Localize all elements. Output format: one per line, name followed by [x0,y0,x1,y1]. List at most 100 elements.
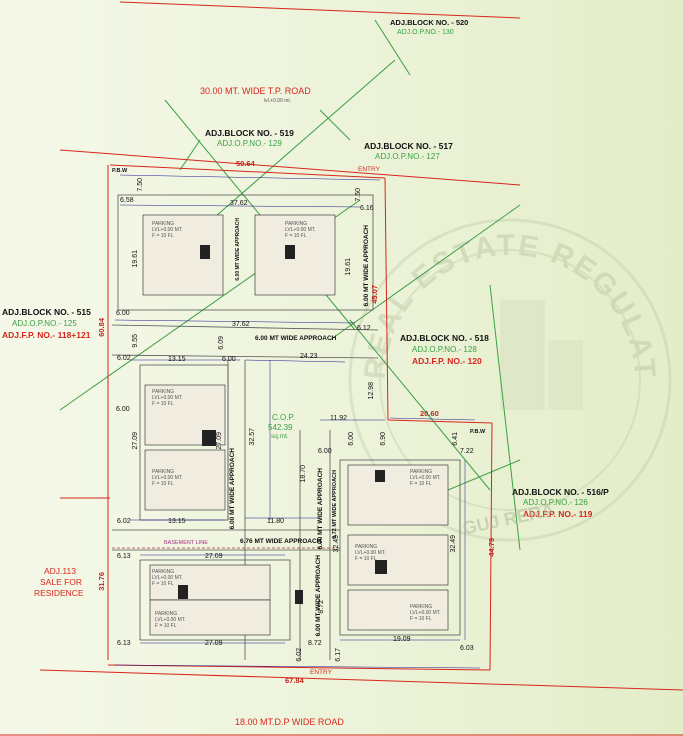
dim-6-00-a: 6.00 [116,310,130,317]
top-road-label: 30.00 MT. WIDE T.P. ROAD [200,86,311,96]
dim-6-41: 6.41 [452,432,459,446]
building-blocks [142,214,449,636]
dim-20-60: 20.60 [420,409,439,418]
approach-label-center: 6.00 MT WIDE APPROACH [317,468,324,550]
dim-6-02-c: 6.02 [296,648,303,662]
parking-level: LVL+0.00 MT. [152,475,183,481]
internal-roads [111,194,461,660]
parking-level: LVL+0.00 MT. [355,550,386,556]
dim-6-58: 6.58 [120,197,134,204]
dim-37-62-top: 37.62 [230,200,248,207]
dim-50-64: 50.64 [236,159,255,168]
dim-27-09-d: 27.09 [205,640,223,647]
dim-19-61-a: 19.61 [132,250,139,268]
parking-label: PARKING [152,221,175,227]
dim-6-00-e: 6.00 [116,406,130,413]
approach-label-left: 6.00 MT WIDE APPROACH [229,448,236,530]
dim-19-09: 19.09 [393,636,411,643]
parking-label: PARKING [152,469,175,475]
dim-12-98: 12.98 [368,382,375,400]
parking-floor: F = 10 FL [285,233,307,239]
dim-9-55: 9.55 [132,334,139,348]
dim-7-50-b: 7.50 [355,188,362,202]
parking-label: PARKING [410,469,433,475]
parking-label: PARKING [155,611,178,617]
adj-113-residence: RESIDENCE [34,588,84,598]
parking-label: PARKING [410,604,433,610]
parking-level: LVL+0.00 MT. [410,475,441,481]
pbw-right: P.B.W [470,429,486,435]
parking-floor: F = 10 FL [152,401,174,407]
approach-label-top: 6.00 MT WIDE APPROACH [255,335,337,342]
dim-6-03: 6.03 [460,645,474,652]
dim-6-09: 6.09 [218,336,225,350]
adj-op-128: ADJ.O.P.NO.- 128 [412,345,477,354]
adj-op-130: ADJ.O.P.NO.- 130 [397,29,454,36]
approach-label-6-76: 6.76 MT WIDE APPROACH [240,538,322,545]
top-road-level: lvl.+0.00 mt. [264,98,292,104]
dim-6-00-b: 6.00 [222,356,236,363]
dim-24-23: 24.23 [300,353,318,360]
dim-32-49-b: 32.49 [450,535,457,553]
parking-floor: F = 10 FL [155,623,177,629]
adj-op-125: ADJ.O.P.NO.- 125 [12,319,77,328]
dim-13-15-b: 13.15 [168,518,186,525]
dim-18-70: 18.70 [300,465,307,483]
stair-cores [178,245,387,604]
dim-19-61-b: 19.61 [345,258,352,276]
cop-unit: sq.mt. [271,433,289,440]
dim-45-07: 45.07 [370,285,379,304]
adj-block-518: ADJ.BLOCK NO. - 518 [400,333,489,343]
parking-level: LVL+0.00 MT. [155,617,186,623]
parking-label: PARKING [355,544,378,550]
pbw-top: P.B.W [112,168,128,174]
parking-level: LVL+0.00 MT. [152,227,183,233]
parking-floor: F = 10 FL [152,581,174,587]
parking-label: PARKING [152,389,175,395]
parking-level: LVL+0.00 MT. [285,227,316,233]
dim-44-79: 44.79 [487,538,496,557]
dim-6-17: 6.17 [335,648,342,662]
cop-area: 542.39 [268,423,293,432]
approach-label-right: 6.00 MT WIDE APPROACH [363,225,370,307]
approach-label-9-72: 9.72 MT WIDE APPROACH [332,470,338,539]
bottom-road-label: 18.00 MT.D.P WIDE ROAD [235,717,344,727]
dim-32-57: 32.57 [249,428,256,446]
parking-floor: F = 10 FL [410,616,432,622]
adj-block-517: ADJ.BLOCK NO. - 517 [364,141,453,151]
dim-31-76: 31.76 [97,572,106,591]
basement-line-label: BASEMENT LINE [164,540,208,546]
parking-label: PARKING [285,221,308,227]
adj-fp-119: ADJ.F.P. NO.- 119 [523,509,593,519]
dim-6-16: 6.16 [360,205,374,212]
adj-113: ADJ.113 [44,566,76,576]
cop-label: C.O.P. [272,413,295,422]
dim-6-00-d: 6.00 [348,432,355,446]
dim-6-02-b: 6.02 [117,518,131,525]
approach-label-core: 6.00 MT WIDE APPROACH [235,218,241,281]
adj-op-127: ADJ.O.P.NO.- 127 [375,152,440,161]
adj-block-520: ADJ.BLOCK NO. - 520 [390,18,469,27]
dim-13-15-a: 13.15 [168,356,186,363]
adj-block-519: ADJ.BLOCK NO. - 519 [205,128,294,138]
parking-level: LVL+0.00 MT. [152,575,183,581]
dim-11-80: 11.80 [267,518,284,525]
dim-6-02-a: 6.02 [117,355,131,362]
entry-bottom: ENTRY [310,669,332,676]
dim-6-13-b: 6.13 [117,640,131,647]
dim-6-00-c: 6.00 [318,448,332,455]
adj-op-126: ADJ.O.P.NO.- 126 [523,498,588,507]
dim-6-90: 6.90 [380,432,387,446]
parking-label: PARKING [152,569,175,575]
adj-113-sale: SALE FOR [40,577,83,587]
parking-floor: F = 10 FL [152,233,174,239]
dim-27-09-a: 27.09 [132,432,139,450]
adj-fp-120: ADJ.F.P. NO.- 120 [412,356,482,366]
parking-level: LVL+0.00 MT. [410,610,441,616]
dim-6-13-a: 6.13 [117,553,131,560]
dim-27-09-b: 27.09 [216,432,223,450]
dimension-lines [114,174,481,669]
